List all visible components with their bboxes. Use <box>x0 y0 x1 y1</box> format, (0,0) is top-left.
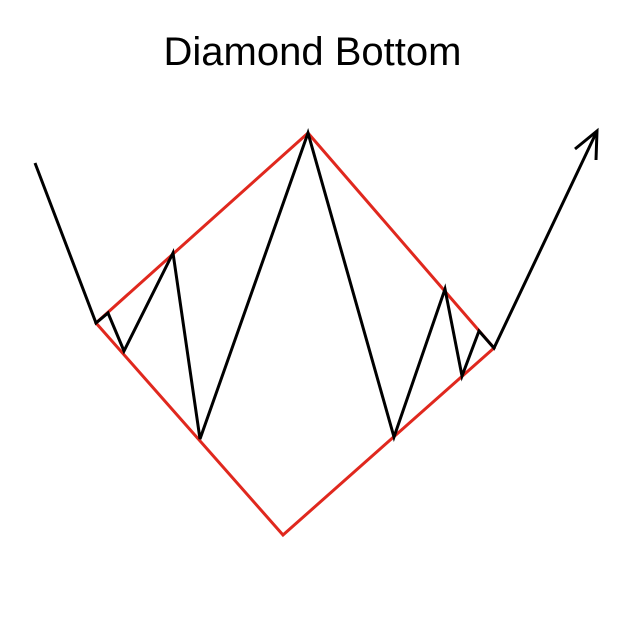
diamond-outline <box>93 130 497 538</box>
diagram-title: Diamond Bottom <box>163 30 462 74</box>
arrow-up-right-icon <box>574 127 599 161</box>
price-path <box>33 128 599 443</box>
